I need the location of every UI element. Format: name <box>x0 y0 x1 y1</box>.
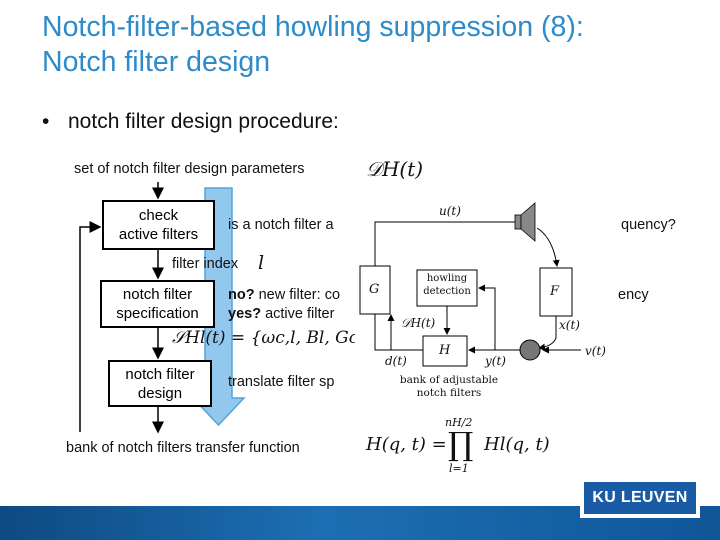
loudspeaker-icon <box>514 214 522 230</box>
logo-text: KU LEUVEN <box>584 482 696 514</box>
bullet-dot: • <box>42 110 50 133</box>
u-label: u(t) <box>439 204 461 218</box>
design-box-line-1: notch filter <box>125 365 195 383</box>
howling-block-diagram: u(t) G howling detection F x(t) 𝒟H(t) H … <box>355 198 613 410</box>
check-box-line-2: active filters <box>118 226 199 243</box>
question-text: is a notch filter a <box>228 217 334 233</box>
spec-box-line-2: specification <box>116 305 199 322</box>
no-text: new filter: co <box>258 287 341 303</box>
yes-label: yes? <box>228 306 262 322</box>
spec-box-line-1: notch filter <box>122 286 193 303</box>
yes-line: yes? active filter <box>228 306 334 322</box>
bank-math-lower: l=1 <box>449 462 469 475</box>
params-math: 𝒟H(t) <box>366 157 424 181</box>
spec-math: 𝒮Hl(t) = {ωc,l, Bl, Gc,l} <box>172 328 358 348</box>
slide-title: Notch-filter-based howling suppression (… <box>42 10 702 80</box>
d-label: d(t) <box>385 354 407 368</box>
no-tail: ency <box>618 287 649 303</box>
bullet-item: • notch filter design procedure: <box>42 110 339 134</box>
notch-filter-specification-box: notch filter specification <box>100 280 215 328</box>
filter-index-math: l <box>258 252 265 274</box>
question-tail: quency? <box>621 217 676 233</box>
bank-label: bank of notch filters transfer function <box>66 440 300 456</box>
H-block <box>422 335 468 367</box>
y-label: y(t) <box>485 354 506 368</box>
bullet-text: notch filter design procedure: <box>68 110 339 133</box>
check-box-line-1: check <box>138 207 179 224</box>
design-box-line-2: design <box>137 384 183 402</box>
bank-caption-line-2: notch filters <box>416 387 482 399</box>
bank-math-rhs: Hl(q, t) <box>484 434 550 455</box>
v-label: v(t) <box>585 344 606 358</box>
filter-index-label: filter index <box>172 256 239 272</box>
translate-text: translate filter sp <box>228 374 335 390</box>
DH-label: 𝒟H(t) <box>401 316 436 330</box>
howling-detection-label: howling detection <box>417 272 477 298</box>
howling-line-1: howling <box>426 273 468 284</box>
howling-line-2: detection <box>423 286 471 297</box>
bank-caption: bank of adjustable notch filters <box>389 374 509 400</box>
x-label: x(t) <box>559 318 580 332</box>
arrow-feedback-loop <box>79 221 102 432</box>
notch-filter-design-box: notch filter design <box>108 360 212 407</box>
check-active-filters-box: check active filters <box>102 200 215 250</box>
no-line: no? new filter: co <box>228 287 340 303</box>
G-block <box>359 265 391 315</box>
title-line-1: Notch-filter-based howling suppression (… <box>42 11 584 43</box>
bank-caption-line-1: bank of adjustable <box>399 374 499 386</box>
microphone-sum-icon <box>519 339 541 361</box>
bank-math-prod: ∏ <box>448 425 474 463</box>
block-diagram-lines <box>359 202 581 367</box>
howling-detection-block <box>416 269 478 307</box>
F-label: F <box>550 284 560 299</box>
G-label: G <box>369 282 380 297</box>
bank-math-lhs: H(q, t) = <box>366 434 447 455</box>
ku-leuven-logo: KU LEUVEN <box>580 478 700 518</box>
no-label: no? <box>228 287 255 303</box>
bank-math-upper: nH/2 <box>445 416 473 429</box>
H-label: H <box>439 343 451 358</box>
yes-text: active filter <box>265 306 335 322</box>
title-line-2: Notch filter design <box>42 46 271 78</box>
params-label: set of notch filter design parameters <box>74 161 305 177</box>
